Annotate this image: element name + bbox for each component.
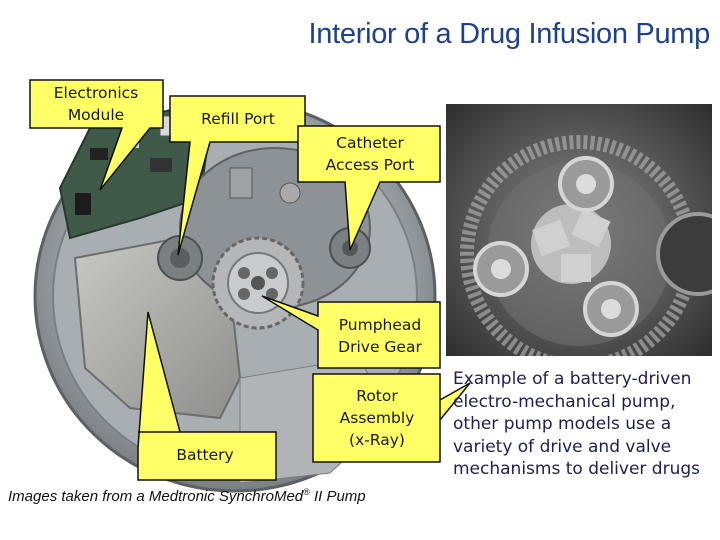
caption-text: Images taken from a Medtronic SynchroMed bbox=[8, 488, 304, 505]
rotor-xray-image bbox=[446, 104, 720, 373]
image-source-caption: Images taken from a Medtronic SynchroMed… bbox=[8, 487, 366, 505]
label-electronics-module: Electronics Module bbox=[53, 84, 139, 124]
registered-mark: ® bbox=[303, 487, 310, 497]
pump-description: Example of a battery-driven electro-mech… bbox=[453, 369, 701, 479]
label-catheter-access-port: Catheter Access Port bbox=[325, 134, 415, 174]
label-rotor-assembly: Rotor Assembly (x-Ray) bbox=[339, 387, 415, 449]
label-refill-port: Refill Port bbox=[201, 110, 275, 128]
label-pumphead-drive-gear: Pumphead Drive Gear bbox=[338, 316, 422, 356]
caption-suffix: II Pump bbox=[309, 488, 366, 505]
page-title: Interior of a Drug Infusion Pump bbox=[308, 18, 711, 50]
label-battery: Battery bbox=[176, 446, 234, 464]
